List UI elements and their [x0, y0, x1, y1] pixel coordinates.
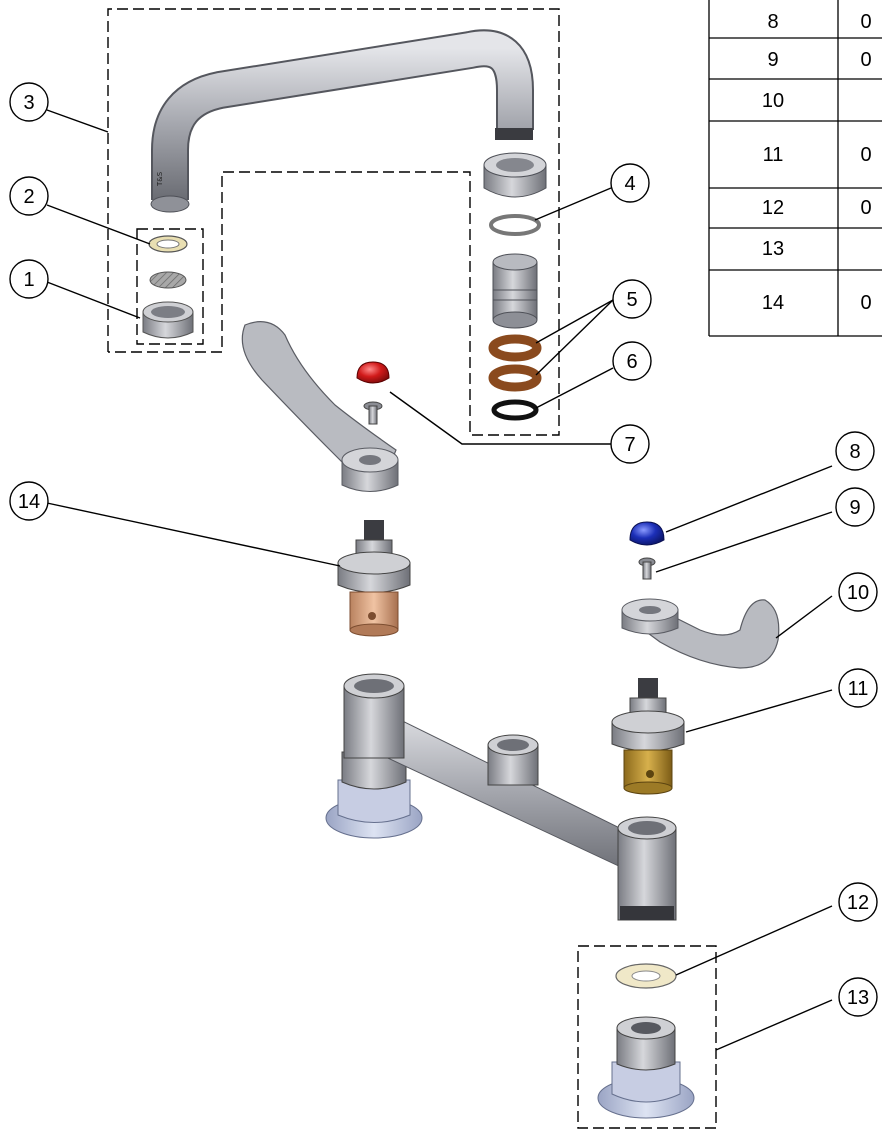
table-item-8: 8 — [767, 11, 778, 33]
table-item-9: 9 — [767, 49, 778, 71]
ring-part-5 — [488, 334, 542, 392]
callout-7: 7 — [610, 424, 650, 464]
red-index-cap-part-7 — [356, 361, 390, 384]
table-item-10: 10 — [762, 90, 784, 112]
oring-part-6 — [491, 399, 539, 421]
svg-text:14: 14 — [18, 491, 40, 513]
left-handle-screw — [363, 401, 383, 425]
aerator-screen — [149, 271, 187, 289]
svg-text:9: 9 — [849, 497, 860, 519]
aerator-assembly-box — [136, 228, 204, 345]
svg-text:2: 2 — [23, 186, 34, 208]
callout-6: 6 — [612, 341, 652, 381]
table-code-14: 0 — [860, 292, 871, 314]
spout-adapter — [492, 253, 538, 329]
svg-text:10: 10 — [847, 582, 869, 604]
callout-4: 4 — [610, 163, 650, 203]
callout-12: 12 — [838, 882, 878, 922]
callout-2: 2 — [9, 176, 49, 216]
spout-assembly-box — [107, 8, 560, 436]
callout-8: 8 — [835, 431, 875, 471]
washer-part-12 — [615, 963, 677, 989]
blue-index-cap-part-8 — [629, 521, 665, 546]
cartridge-part-14 — [337, 520, 411, 637]
parts-table: 8 0 9 0 10 11 0 12 0 13 14 0 — [708, 0, 882, 337]
svg-text:13: 13 — [847, 987, 869, 1009]
table-code-12: 0 — [860, 197, 871, 219]
svg-text:4: 4 — [624, 173, 635, 195]
table-item-12: 12 — [762, 197, 784, 219]
washer-part-2 — [148, 235, 188, 253]
spout: T&S — [150, 29, 534, 213]
right-wrist-handle-part-10 — [621, 598, 780, 669]
table-code-9: 0 — [860, 49, 871, 71]
svg-text:8: 8 — [849, 441, 860, 463]
svg-text:3: 3 — [23, 92, 34, 114]
callout-9: 9 — [835, 487, 875, 527]
callout-13: 13 — [838, 977, 878, 1017]
washer-part-4 — [489, 214, 541, 236]
table-code-11: 0 — [860, 144, 871, 166]
callout-5: 5 — [612, 279, 652, 319]
table-item-11: 11 — [763, 144, 784, 166]
table-item-13: 13 — [762, 238, 784, 260]
svg-text:6: 6 — [626, 351, 637, 373]
svg-text:12: 12 — [847, 892, 869, 914]
svg-text:T&S: T&S — [156, 171, 164, 187]
right-handle-screw-part-9 — [638, 557, 656, 580]
callout-14: 14 — [9, 481, 49, 521]
callout-11: 11 — [838, 668, 878, 708]
leader-lines — [46, 109, 833, 1051]
callout-10: 10 — [838, 572, 878, 612]
callout-1: 1 — [9, 259, 49, 299]
svg-text:1: 1 — [23, 269, 34, 291]
table-item-14: 14 — [762, 292, 784, 314]
svg-text:11: 11 — [848, 678, 869, 700]
left-wrist-handle — [241, 321, 399, 492]
supply-nut-part-13 — [597, 1016, 695, 1119]
cartridge-part-11 — [611, 678, 685, 795]
table-code-8: 0 — [860, 11, 871, 33]
faucet-body — [325, 673, 677, 921]
spout-nut — [483, 152, 547, 198]
callout-3: 3 — [9, 82, 49, 122]
aerator-part-1 — [142, 301, 194, 339]
supply-assembly-box — [577, 945, 717, 1129]
svg-text:7: 7 — [624, 434, 635, 456]
svg-text:5: 5 — [626, 289, 637, 311]
